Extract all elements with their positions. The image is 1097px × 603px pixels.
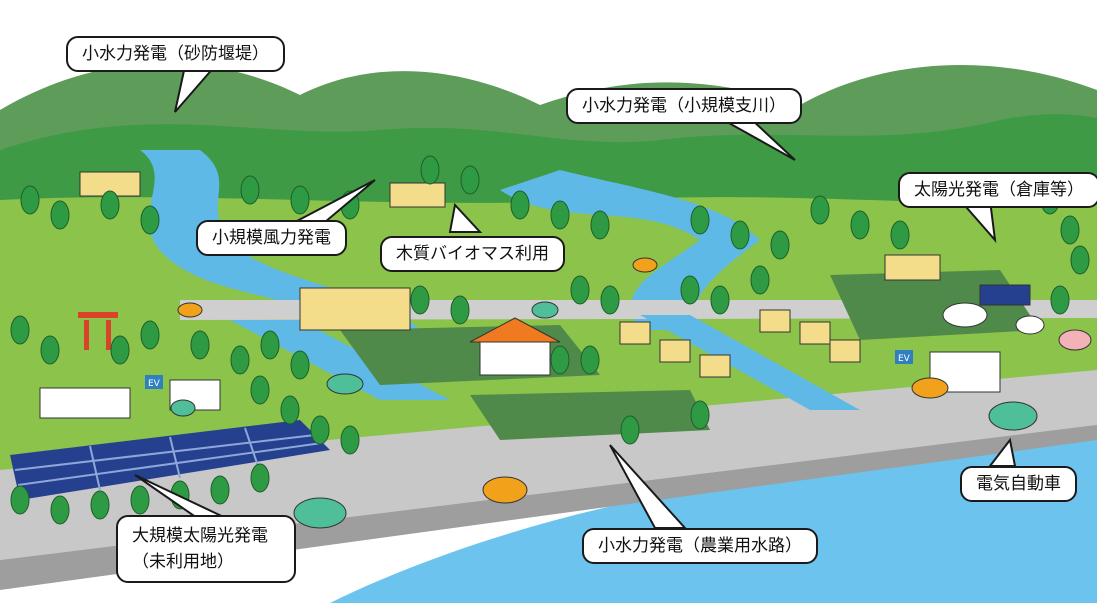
label-small-hydro-branch: 小水力発電（小規模支川） bbox=[566, 88, 802, 124]
buildings bbox=[39, 171, 1031, 419]
tree bbox=[20, 185, 40, 215]
tree bbox=[40, 335, 60, 365]
tree bbox=[1050, 285, 1070, 315]
tree bbox=[1060, 215, 1080, 245]
tree bbox=[280, 395, 300, 425]
tree bbox=[620, 415, 640, 445]
tree bbox=[580, 345, 600, 375]
tree bbox=[680, 275, 700, 305]
tree bbox=[890, 220, 910, 250]
tree bbox=[250, 375, 270, 405]
tree bbox=[50, 200, 70, 230]
large-solar-farm bbox=[10, 420, 330, 500]
tree bbox=[710, 285, 730, 315]
tree bbox=[190, 330, 210, 360]
tree bbox=[770, 230, 790, 260]
tree bbox=[10, 315, 30, 345]
tree bbox=[290, 185, 310, 215]
sea bbox=[330, 430, 1097, 603]
tree bbox=[140, 320, 160, 350]
label-large-solar: 大規模太陽光発電 （未利用地） bbox=[116, 515, 296, 583]
tree bbox=[110, 335, 130, 365]
tree bbox=[1070, 245, 1090, 275]
label-wood-biomass: 木質バイオマス利用 bbox=[380, 236, 565, 272]
tree bbox=[690, 205, 710, 235]
torii-gate bbox=[78, 312, 118, 350]
tree bbox=[810, 195, 830, 225]
tree bbox=[310, 415, 330, 445]
tree bbox=[250, 463, 270, 493]
ev-sign-left: EV bbox=[148, 379, 161, 389]
ev-charging-station-right: EV bbox=[895, 350, 913, 364]
ev-charging-station-left: EV bbox=[145, 375, 163, 389]
cars bbox=[170, 257, 1038, 529]
tree bbox=[600, 285, 620, 315]
tree bbox=[550, 200, 570, 230]
label-large-solar-line2: （未利用地） bbox=[132, 552, 234, 572]
label-electric-vehicle: 電気自動車 bbox=[960, 466, 1077, 502]
trees bbox=[10, 155, 1090, 525]
tree bbox=[510, 190, 530, 220]
tree bbox=[140, 205, 160, 235]
farm-animals bbox=[942, 302, 1092, 351]
tree bbox=[290, 350, 310, 380]
main-road bbox=[0, 370, 1097, 560]
label-small-hydro-agri: 小水力発電（農業用水路） bbox=[582, 528, 818, 564]
tree bbox=[240, 175, 260, 205]
tree bbox=[690, 400, 710, 430]
tree bbox=[230, 345, 250, 375]
tree bbox=[460, 165, 480, 195]
tree bbox=[570, 275, 590, 305]
river bbox=[140, 150, 760, 330]
tree bbox=[410, 285, 430, 315]
tree bbox=[850, 210, 870, 240]
tree bbox=[730, 220, 750, 250]
tree bbox=[100, 190, 120, 220]
label-small-hydro-sabo: 小水力発電（砂防堰堤） bbox=[66, 36, 285, 72]
tree bbox=[50, 495, 70, 525]
canal bbox=[230, 315, 860, 410]
tree bbox=[550, 345, 570, 375]
label-large-solar-line1: 大規模太陽光発電 bbox=[132, 526, 268, 546]
ev-sign-right: EV bbox=[898, 354, 911, 364]
tree bbox=[340, 425, 360, 455]
tree bbox=[210, 475, 230, 505]
tree bbox=[90, 490, 110, 520]
tree bbox=[750, 265, 770, 295]
tree bbox=[260, 330, 280, 360]
tree bbox=[420, 155, 440, 185]
tree bbox=[130, 485, 150, 515]
label-small-wind: 小規模風力発電 bbox=[196, 220, 347, 256]
tree bbox=[10, 485, 30, 515]
tree bbox=[450, 295, 470, 325]
label-solar-warehouse: 太陽光発電（倉庫等） bbox=[898, 172, 1097, 208]
tree bbox=[590, 210, 610, 240]
